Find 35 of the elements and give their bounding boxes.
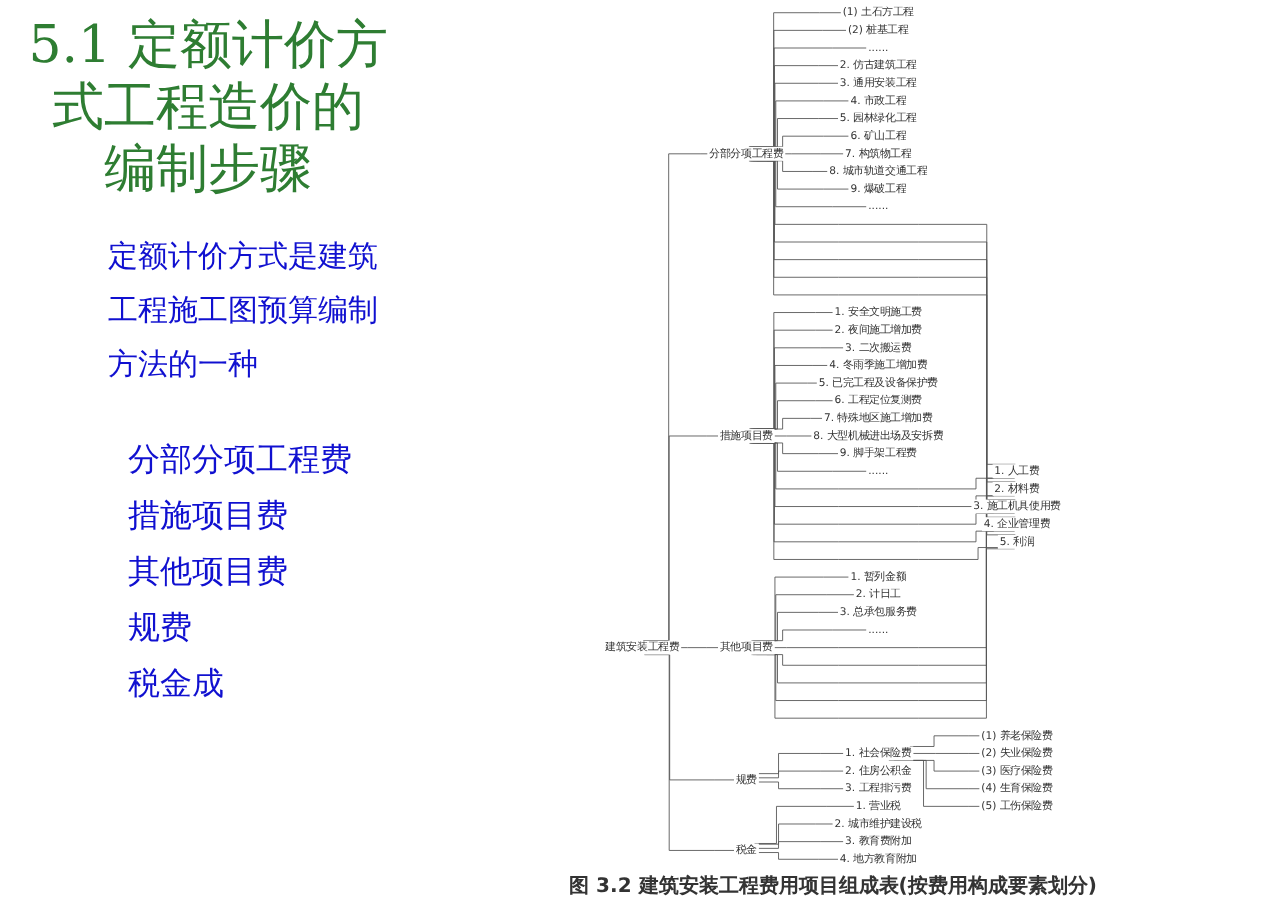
connector xyxy=(888,759,981,807)
connector xyxy=(750,347,844,430)
bullet-item: 税金成 xyxy=(128,662,226,706)
connector xyxy=(749,329,834,430)
description-text: 定额计价方式是建筑工程施工图预算编制方法的一种 xyxy=(108,236,380,386)
connector xyxy=(748,29,847,148)
connector xyxy=(758,841,844,849)
connector xyxy=(758,781,844,790)
connector xyxy=(758,753,844,775)
connector xyxy=(748,312,834,430)
connector xyxy=(749,47,867,148)
connector xyxy=(680,647,719,649)
connector xyxy=(752,530,1016,701)
connector xyxy=(643,435,719,642)
connector xyxy=(754,805,855,844)
connector xyxy=(774,477,1016,649)
connector xyxy=(784,153,844,155)
connector xyxy=(758,852,839,860)
connector xyxy=(912,753,981,754)
connector xyxy=(758,823,834,845)
bullet-item: 分部分项工程费 xyxy=(128,438,354,482)
connector xyxy=(909,735,981,747)
connector xyxy=(751,576,850,642)
connector xyxy=(642,153,708,642)
connector xyxy=(751,365,828,430)
connector xyxy=(752,382,818,430)
figure-caption: 图 3.2 建筑安装工程费用项目组成表(按费用构成要素划分) xyxy=(569,872,1097,900)
connector xyxy=(766,495,1016,666)
connector xyxy=(752,594,855,642)
connector xyxy=(748,12,842,148)
bullet-item: 规费 xyxy=(128,606,194,650)
connector xyxy=(758,770,844,779)
bullet-item: 措施项目费 xyxy=(128,494,290,538)
bullet-item: 其他项目费 xyxy=(128,550,290,594)
slide-title: 5.1 定额计价方式工程造价的编制步骤 xyxy=(28,16,388,202)
